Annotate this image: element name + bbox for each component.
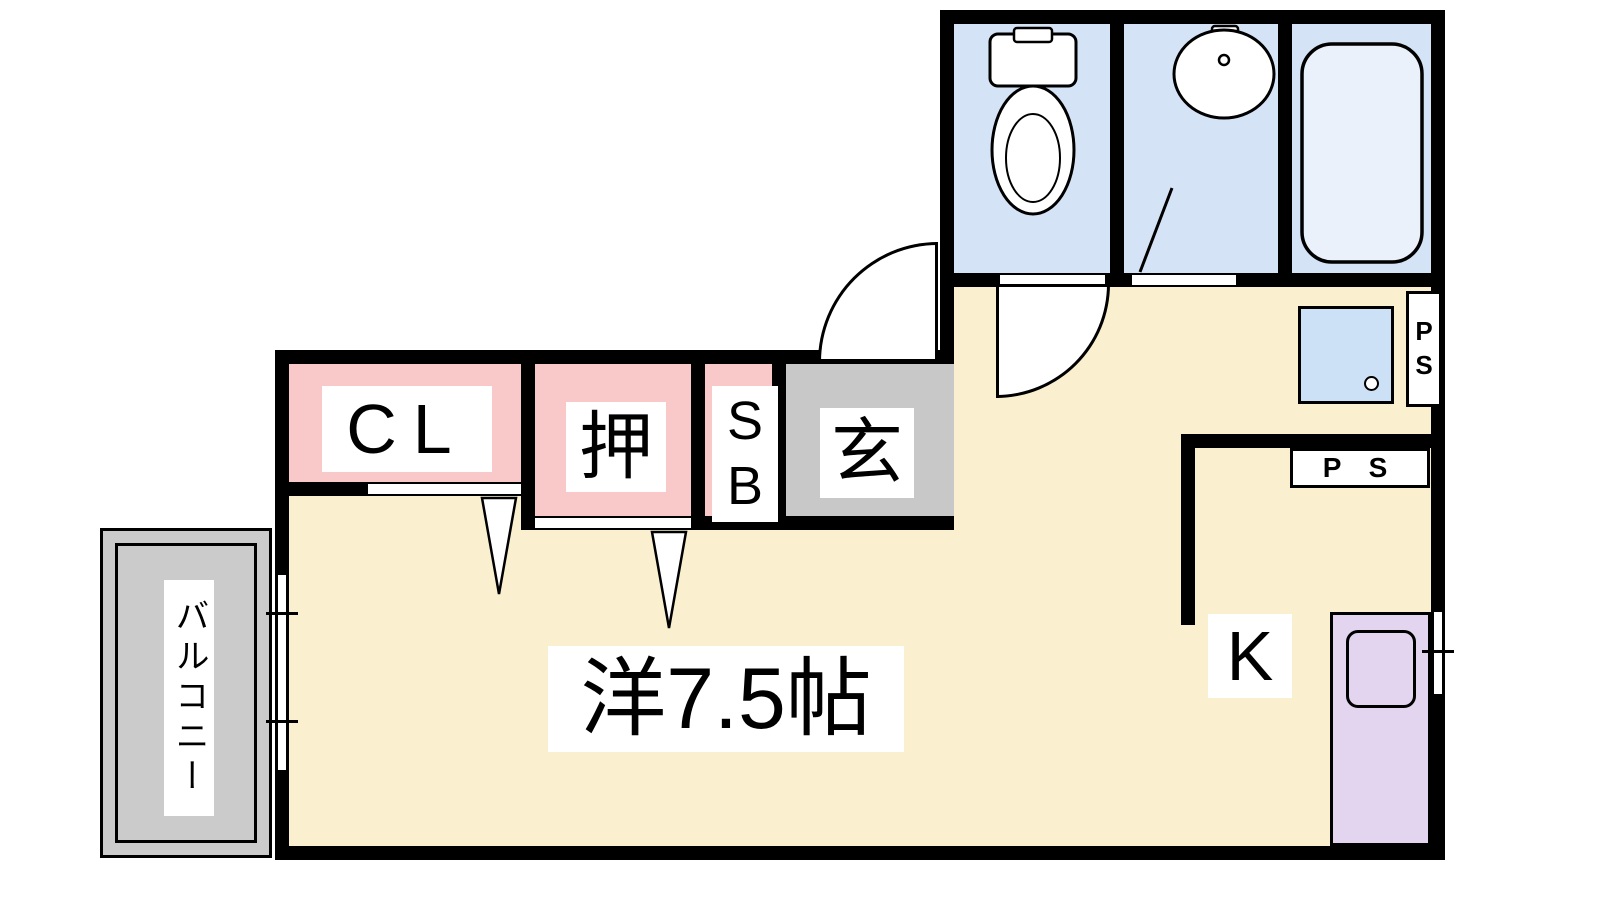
kitchen-window — [1431, 612, 1445, 694]
washroom-doorway — [1132, 273, 1236, 287]
shoe-box-label-line2: B — [726, 456, 764, 516]
entrance-label-text: 玄 — [830, 413, 903, 493]
balcony-label-text: バルコニー — [170, 598, 208, 798]
wall-entrance-bottom — [772, 516, 954, 530]
pipe-space-lower-label-text: P S — [1322, 452, 1398, 483]
wall-oshiire-sb-divider — [691, 350, 705, 530]
entry-door-swing-icon — [818, 242, 938, 362]
closet-oshiire-label-text: 押 — [579, 405, 653, 488]
wall-bath-block-left — [940, 10, 954, 364]
wall-kitchen-left — [1181, 434, 1195, 625]
wall-cl-bottom-left — [289, 482, 368, 496]
balcony-window-tick-top — [266, 612, 298, 615]
main-room-label-text: 洋7.5帖 — [580, 651, 872, 747]
cl-door-opening — [368, 482, 521, 496]
shoe-box-label: S B — [712, 386, 778, 522]
washroom-floor — [1124, 24, 1278, 273]
pipe-space-right-line2: S — [1415, 350, 1433, 380]
washing-machine-pan — [1298, 306, 1394, 404]
oshiire-door-opening — [535, 516, 691, 530]
kitchen-window-tick — [1422, 650, 1454, 653]
pipe-space-right-label: P S — [1406, 291, 1442, 407]
pipe-space-lower-label: P S — [1290, 448, 1430, 488]
kitchen-label: K — [1208, 614, 1292, 698]
pipe-space-right-line1: P — [1415, 316, 1433, 347]
kitchen-sink-icon — [1346, 630, 1416, 708]
wall-bottom — [275, 846, 1445, 860]
balcony-window-tick-bottom — [266, 720, 298, 723]
kitchen-label-text: K — [1226, 617, 1274, 695]
closet-cl-label: CL — [322, 386, 492, 472]
wall-washroom-bath-divider — [1278, 24, 1292, 287]
closet-cl-label-text: CL — [346, 390, 468, 468]
balcony-window — [275, 575, 289, 770]
wc-floor — [954, 24, 1110, 273]
washer-drain-icon — [1364, 376, 1379, 391]
kitchen-passage-floor — [1181, 625, 1195, 846]
wall-cl-oshiire-divider — [521, 350, 535, 530]
wall-wc-washroom-divider — [1110, 24, 1124, 287]
wall-bath-block-top — [940, 10, 1445, 24]
balcony-inner-frame — [115, 543, 257, 843]
wall-kitchen-top — [1181, 434, 1431, 448]
entrance-label: 玄 — [820, 408, 914, 498]
wall-right — [1431, 10, 1445, 860]
main-room-label: 洋7.5帖 — [548, 646, 904, 752]
shoe-box-label-line1: S — [726, 391, 764, 452]
balcony-label: バルコニー — [164, 580, 214, 816]
bathroom-floor — [1292, 24, 1431, 273]
closet-oshiire-label: 押 — [566, 402, 666, 492]
